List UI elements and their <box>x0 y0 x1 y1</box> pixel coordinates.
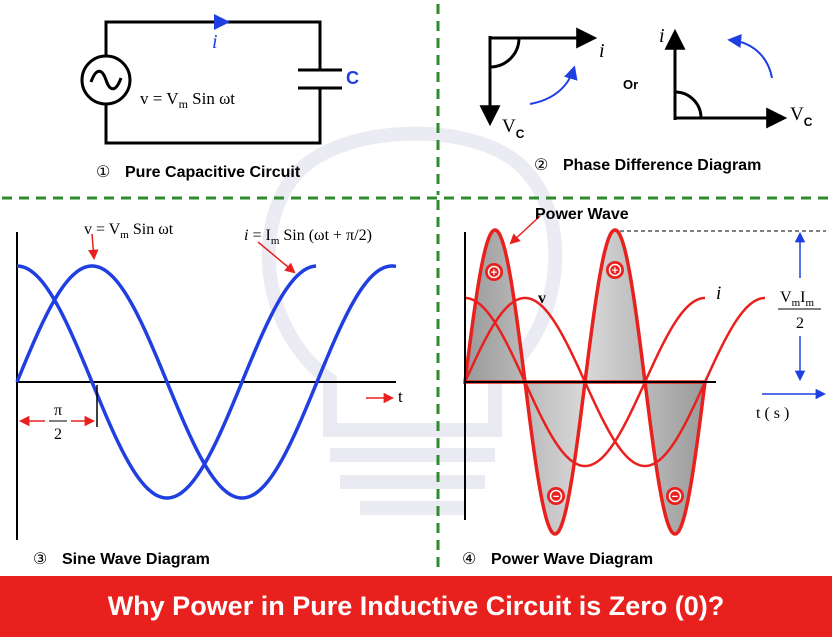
banner-title: Why Power in Pure Inductive Circuit is Z… <box>107 591 725 621</box>
or-label: Or <box>623 77 638 92</box>
svg-text:+: + <box>612 265 618 277</box>
caption-number-2: ② <box>534 157 548 174</box>
current-wave <box>464 296 706 468</box>
title-banner: Why Power in Pure Inductive Circuit is Z… <box>0 576 832 637</box>
positive-marker-1: + <box>485 263 503 281</box>
v-equation-pointer <box>88 233 99 261</box>
power-v-label: v <box>538 290 546 307</box>
phase-shift-denominator: 2 <box>54 426 62 443</box>
svg-text:+: + <box>491 267 497 279</box>
t-axis-label: t <box>398 387 403 406</box>
current-wave <box>16 264 317 500</box>
v-equation: v = Vm Sin ωt <box>84 221 174 241</box>
i-equation-pointer <box>257 241 296 274</box>
diagram-svg: i C v = Vm Sin ωt ① Pure Capacitive Circ… <box>2 4 830 572</box>
caption-number-3: ③ <box>33 551 47 568</box>
right-angle-arc <box>674 90 703 119</box>
negative-marker-2: − <box>666 487 684 505</box>
i-equation: i = Im Sin (ωt + π/2) <box>244 227 372 247</box>
caption-circuit: Pure Capacitive Circuit <box>125 164 301 181</box>
left-rotation-arrow-icon <box>529 65 578 105</box>
amplitude-denominator: 2 <box>796 315 804 332</box>
lightbulb-watermark <box>261 126 563 515</box>
right-rotation-arrow-icon <box>727 34 773 79</box>
panel-circuit: i C v = Vm Sin ωt ① Pure Capacitive Circ… <box>80 14 359 181</box>
voltage-wave <box>15 264 397 500</box>
caption-power-wave: Power Wave Diagram <box>491 551 653 568</box>
caption-phase-difference: Phase Difference Diagram <box>563 157 761 174</box>
amplitude-numerator: VmIm <box>780 289 814 309</box>
caption-number-4: ④ <box>462 551 476 568</box>
svg-text:−: − <box>672 491 678 503</box>
left-current-label: i <box>599 40 605 62</box>
right-current-label: i <box>659 25 665 47</box>
svg-text:−: − <box>553 491 559 503</box>
capacitor-label: C <box>346 68 359 88</box>
power-i-label: i <box>716 283 721 304</box>
caption-number-1: ① <box>96 164 110 181</box>
negative-marker-1: − <box>547 487 565 505</box>
power-wave-pointer <box>509 215 541 245</box>
caption-sine-wave: Sine Wave Diagram <box>62 551 210 568</box>
left-angle-arc <box>489 37 521 69</box>
right-vc-label: VC <box>790 104 813 129</box>
circuit-wire <box>104 20 322 145</box>
current-label: i <box>212 31 218 53</box>
panel-sine-wave: v = Vm Sin ωt i = Im Sin (ωt + π/2) t π … <box>15 221 403 568</box>
ac-wave-icon <box>89 69 123 91</box>
panel-phase-difference: i VC Or i VC ② Phase Difference Diagram <box>479 25 813 174</box>
left-vc-label: VC <box>502 116 525 141</box>
current-arrow-icon <box>214 14 230 30</box>
voltage-equation: v = Vm Sin ωt <box>140 89 235 111</box>
power-t-axis-label: t ( s ) <box>756 405 789 422</box>
power-wave-label: Power Wave <box>535 206 629 223</box>
positive-marker-2: + <box>606 261 624 279</box>
panel-power-wave: VmIm 2 t ( s ) Power Wave v i + + − − ④ … <box>462 206 827 568</box>
panel-dividers <box>2 4 830 572</box>
phase-shift-numerator: π <box>54 402 62 419</box>
phase-shift-label-bg <box>45 401 71 443</box>
